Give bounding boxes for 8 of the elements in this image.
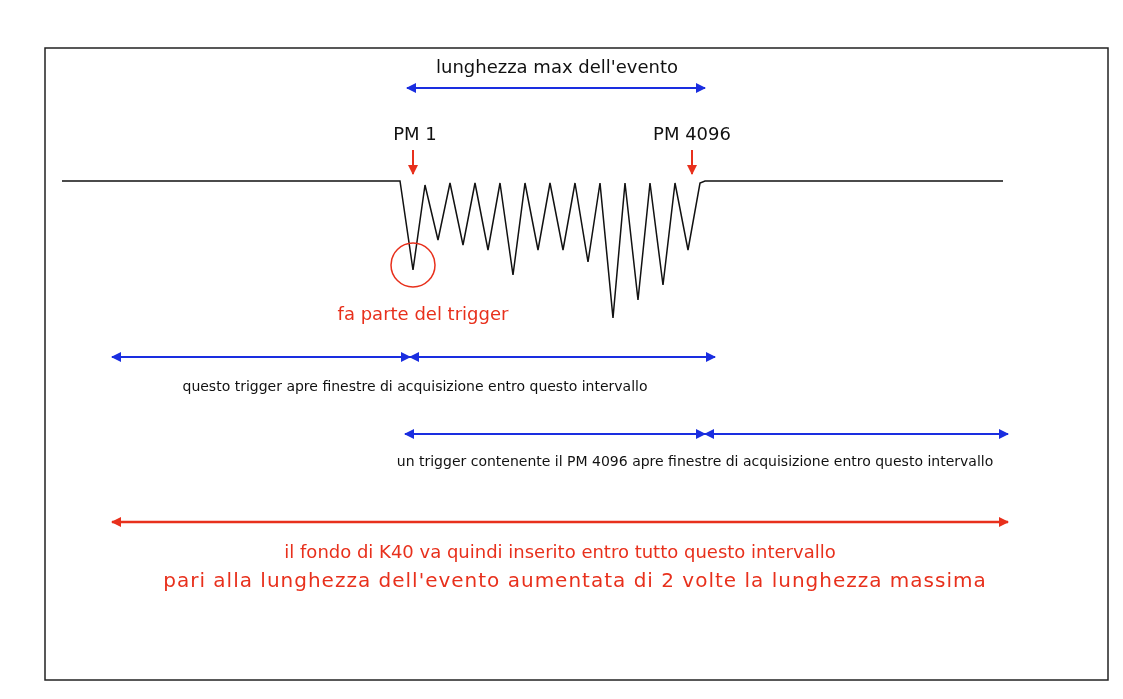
dimension-label: lunghezza max dell'evento bbox=[436, 57, 678, 77]
sensor-label: PM 1 bbox=[393, 124, 437, 144]
sensor-label: PM 4096 bbox=[653, 124, 731, 144]
interval-caption: questo trigger apre finestre di acquisizione entro questo intervallo bbox=[182, 379, 648, 395]
interval-caption: un trigger contenente il PM 4096 apre finestre di acquisizione entro questo intervallo bbox=[396, 454, 994, 470]
annotation-text: fa parte del trigger bbox=[337, 304, 509, 324]
interval-caption: il fondo di K40 va quindi inserito entro tutto questo intervallo bbox=[284, 542, 836, 562]
interval-caption: pari alla lunghezza dell'evento aumentata di 2 volte la lunghezza massima bbox=[163, 569, 987, 591]
